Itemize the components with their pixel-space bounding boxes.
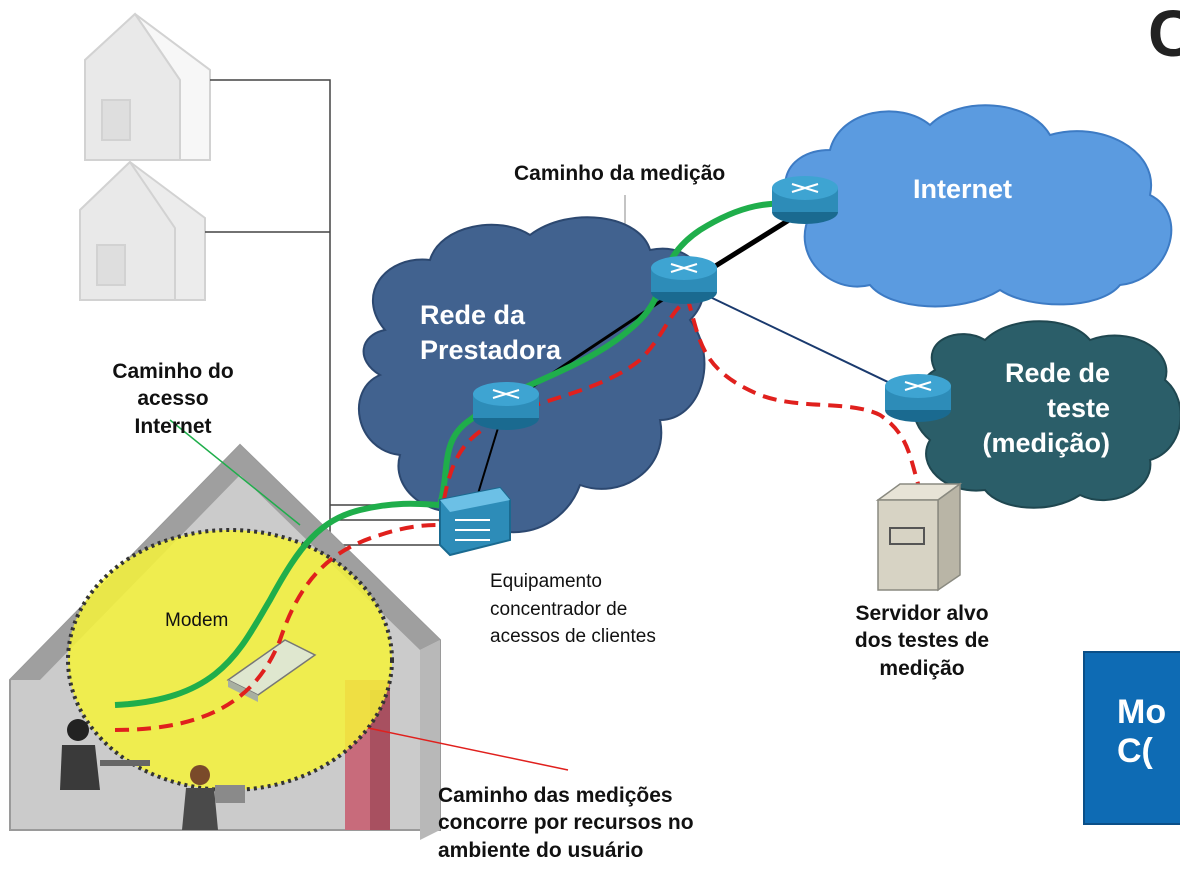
router-icon bbox=[473, 382, 539, 430]
house-icon bbox=[79, 160, 206, 301]
house-icon bbox=[84, 12, 211, 161]
cloud-internet bbox=[784, 104, 1173, 308]
pointer-line bbox=[367, 727, 569, 771]
router-icon bbox=[885, 374, 951, 422]
green-path bbox=[114, 200, 811, 708]
server-icon bbox=[875, 482, 963, 592]
pointer-line bbox=[169, 419, 301, 526]
side-box: Mo C( bbox=[1083, 651, 1180, 825]
test-network-label: Rede de teste (medição) bbox=[982, 358, 1110, 459]
measurement-path-label: Caminho da medição bbox=[514, 162, 726, 185]
concentrator-icon bbox=[439, 486, 511, 557]
person-icon bbox=[182, 765, 245, 830]
concentrator-label: Equipamento concentrador de acessos de c… bbox=[490, 571, 656, 648]
cloud-teste bbox=[912, 320, 1180, 509]
side-box-text: Mo C( bbox=[1117, 693, 1167, 771]
corner-title-fragment: C bbox=[1148, 0, 1180, 70]
router-icon bbox=[651, 256, 717, 304]
internet-cloud-label: Internet bbox=[913, 174, 1013, 204]
provider-network-label: Rede da Prestadora bbox=[420, 300, 562, 366]
access-path-label: Caminho do acesso Internet bbox=[112, 360, 234, 438]
contention-label: Caminho das medições concorre por recurs… bbox=[438, 784, 694, 862]
server-label: Servidor alvo dos testes de medição bbox=[854, 602, 990, 680]
person-icon bbox=[60, 719, 150, 790]
router-icon bbox=[772, 176, 838, 224]
modem-label: Modem bbox=[165, 610, 229, 631]
